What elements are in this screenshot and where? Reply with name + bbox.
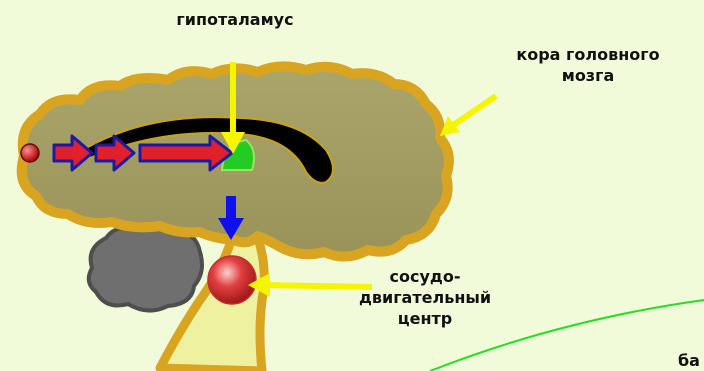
cortex-label-line1: кора головного xyxy=(468,44,704,65)
arrow-pointer-icon xyxy=(440,96,496,136)
vasomotor-center-sphere xyxy=(208,256,256,304)
cerebellum xyxy=(89,225,202,311)
vasomotor-center-label: сосудо- двигательный центр xyxy=(350,266,500,329)
receptor-dot xyxy=(21,144,39,162)
cutoff-label: ба xyxy=(678,350,704,371)
vasomotor-label-line3: центр xyxy=(350,308,500,329)
hypothalamus-label: гипоталамус xyxy=(150,9,320,30)
vasomotor-label-line1: сосудо- xyxy=(350,266,500,287)
cortex-label-line2: мозга xyxy=(468,65,704,86)
vasomotor-label-line2: двигательный xyxy=(350,287,500,308)
cortex-label: кора головного мозга xyxy=(468,44,704,86)
